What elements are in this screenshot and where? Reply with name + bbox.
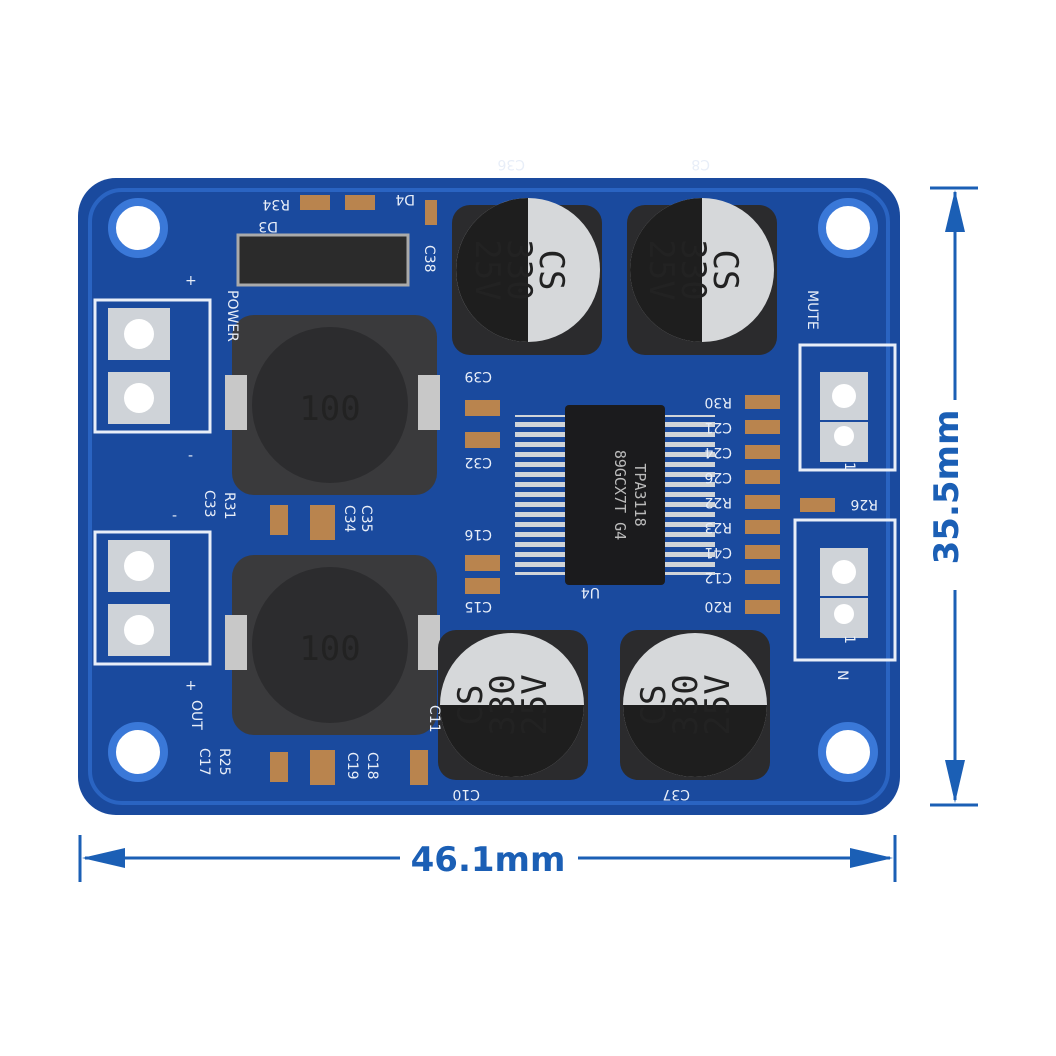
diode-d3 xyxy=(236,233,410,287)
ref-label: R34 xyxy=(262,196,290,212)
ref-label: C16 xyxy=(464,526,492,542)
inductor-value: 100 xyxy=(299,389,360,429)
cap-text: 330 xyxy=(483,674,523,735)
width-dimension xyxy=(78,835,897,882)
label-minus: - xyxy=(172,508,177,524)
ref-label: R31 xyxy=(221,492,237,520)
capacitor-c37: CS 330 25V xyxy=(620,630,770,780)
ref-label: C33 xyxy=(201,490,217,518)
width-label: 46.1mm xyxy=(411,840,566,880)
label-pin1: 1 xyxy=(841,635,857,644)
output-terminal xyxy=(93,530,212,666)
label-minus: - xyxy=(188,448,193,464)
ref-label: C11 xyxy=(426,705,442,733)
ref-label: C17 xyxy=(196,748,212,776)
ref-label: C12 xyxy=(704,569,732,585)
cap-text: CS xyxy=(451,685,491,726)
input-connector xyxy=(793,518,897,662)
amplifier-chip: 89GCX7T G4 TPA3118 U4 xyxy=(515,405,715,600)
ref-label: C18 xyxy=(364,752,380,780)
inductor-bottom: 100 xyxy=(225,555,440,735)
capacitor-c36: CS 330 25V xyxy=(452,198,602,355)
label-power: POWER xyxy=(224,290,240,342)
ref-label: R20 xyxy=(704,598,732,614)
label-plus: + xyxy=(185,678,197,694)
cap-text: 330 xyxy=(673,239,713,300)
cap-text: 25V xyxy=(641,239,681,300)
power-terminal xyxy=(93,298,212,434)
cap-text: CS xyxy=(531,250,571,291)
inductor-value: 100 xyxy=(299,629,360,669)
ref-label: C8 xyxy=(691,156,710,172)
label-mute: MUTE xyxy=(804,290,820,330)
inductor-top: 100 xyxy=(225,315,440,495)
cap-text: CS xyxy=(634,685,674,726)
label-plus: + xyxy=(185,273,197,289)
mounting-holes xyxy=(108,198,878,782)
ref-label: C15 xyxy=(464,598,492,614)
ref-label: R25 xyxy=(216,748,232,776)
cap-text: 25V xyxy=(698,674,738,735)
height-dimension xyxy=(930,186,978,807)
height-label: 35.5mm xyxy=(927,410,967,565)
ref-label: D3 xyxy=(258,218,278,234)
ref-label: C21 xyxy=(704,419,732,435)
ref-label: C26 xyxy=(704,469,732,485)
chip-label: 89GCX7T G4 xyxy=(611,450,629,540)
ref-label: C10 xyxy=(452,786,480,802)
ref-label: R30 xyxy=(704,394,732,410)
ref-label: C35 xyxy=(358,505,374,533)
smd-components xyxy=(270,195,835,785)
ref-label: C41 xyxy=(704,544,732,560)
ref-label: C36 xyxy=(497,156,525,172)
ref-label: C19 xyxy=(344,752,360,780)
ref-label: C34 xyxy=(341,505,357,533)
ref-label: C37 xyxy=(662,786,690,802)
ref-label: R22 xyxy=(704,494,732,510)
ref-label: R26 xyxy=(850,496,878,512)
ref-label: C24 xyxy=(704,444,732,460)
chip-name: TPA3118 xyxy=(631,463,649,526)
cap-text: 25V xyxy=(467,239,507,300)
chip-ref: U4 xyxy=(581,584,600,600)
cap-text: CS xyxy=(705,250,745,291)
label-pin1: 1 xyxy=(841,462,857,471)
cap-text: 330 xyxy=(666,674,706,735)
ref-label: C32 xyxy=(464,454,492,470)
silkscreen: POWER OUT MUTE + + - - N 1 1 R34 D4 D3 C… xyxy=(172,156,878,802)
ref-label: R23 xyxy=(704,519,732,535)
capacitor-c10: CS 330 25V xyxy=(438,630,588,780)
ref-label: C39 xyxy=(464,368,492,384)
ref-label: C38 xyxy=(421,245,437,273)
cap-text: 330 xyxy=(499,239,539,300)
mute-connector xyxy=(798,343,897,472)
cap-text: 25V xyxy=(515,674,555,735)
capacitor-c8: CS 330 25V xyxy=(627,198,777,355)
ref-label: D4 xyxy=(395,191,415,207)
label-out: OUT xyxy=(188,700,204,730)
label-n: N xyxy=(834,670,850,680)
